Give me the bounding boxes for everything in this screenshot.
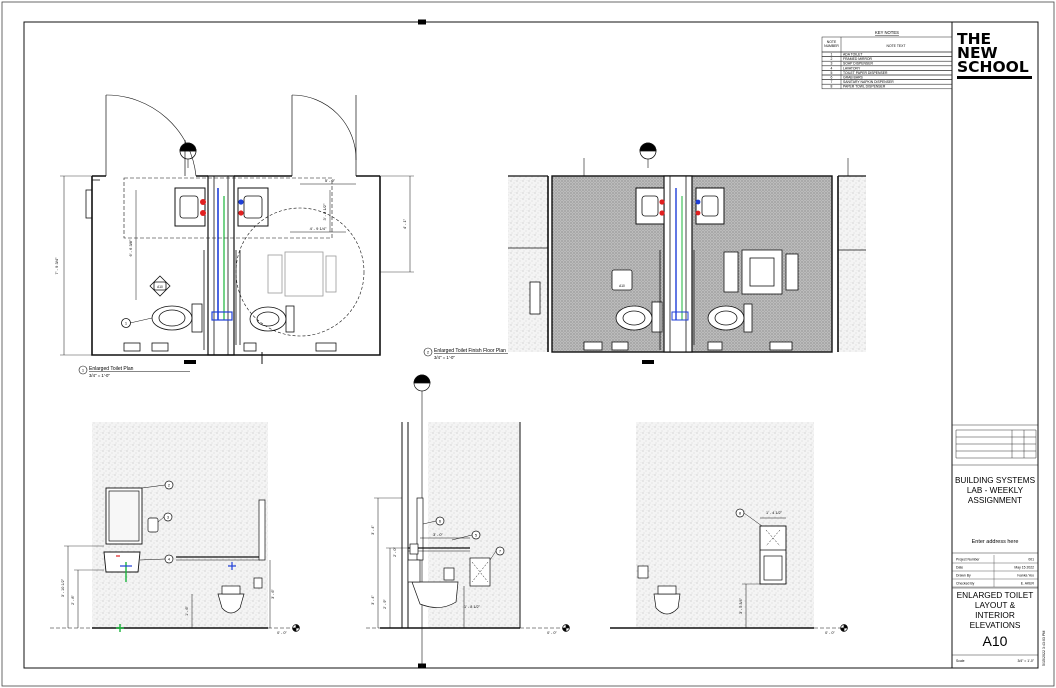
enlarged-toilet-plan (60, 94, 414, 364)
titleblock-label: Date (956, 566, 963, 570)
keynote-row (821, 65, 953, 71)
elev2-callout-5: 5 (475, 533, 478, 538)
interior-elevation-3 (610, 422, 848, 632)
sheet-name: ENLARGED TOILET LAYOUT & INTERIOR ELEVAT… (956, 590, 1034, 630)
keynote-number: 5 (831, 71, 833, 75)
dim-plan-stall-width: 4' - 9 1/4" (310, 226, 327, 231)
title-block: THE NEW SCHOOL BUILDING SYSTEMS LAB - WE… (951, 21, 1046, 669)
dim-plan-clear: 5' - 0" (325, 178, 336, 183)
sheet-number: A10 (983, 633, 1008, 649)
dim-plan-inner-height: 6' - 6 3/8" (128, 239, 133, 256)
print-timestamp: 5/15/2022 3:43:03 PM (1042, 631, 1046, 666)
logo-line-2: NEW (957, 44, 998, 62)
keynote-text: SOAP DISPENSER (843, 62, 873, 66)
keynote-number: 7 (831, 80, 833, 84)
dim-elev1-c: 1' - 6" (185, 606, 189, 616)
keynote-text: PAPER TOWL DISPENSER (843, 85, 886, 89)
keynote-row (821, 74, 953, 80)
scale-value: 3/4" = 1'-0" (1017, 659, 1034, 663)
keynote-text: TOILET PAPER DISPENSER (843, 71, 888, 75)
keynote-text: GRAB BARS (843, 76, 864, 80)
elev1-callout-2: 2 (168, 483, 171, 488)
dim-elev3-a: 1' - 4 1/2" (766, 511, 783, 515)
elev1-callout-3: 3 (167, 515, 170, 520)
dim-plan-left-overall: 7' - 9 3/4" (54, 257, 59, 274)
keynote-number: 8 (831, 85, 833, 89)
keynotes-table: KEY NOTES NOTE NUMBER NOTE TEXT 1 ADA TOI… (821, 30, 953, 90)
keynote-row (821, 51, 953, 57)
keynote-number: 6 (831, 76, 833, 80)
finish-floor-plan (508, 142, 866, 364)
elev1-callout-4: 4 (168, 557, 171, 562)
view-title-plan: 1 Enlarged Toilet Plan 3/4" = 1'-0" (78, 365, 190, 378)
dim-elev1-d: 3' - 6" (271, 589, 275, 599)
keynote-row (821, 83, 953, 90)
view-title-finish-text: Enlarged Toilet Finish Floor Plan (434, 348, 506, 354)
dim-elev2-d: 3' - 4" (371, 595, 375, 605)
titleblock-label: Drawn By (956, 574, 971, 578)
keynote-text: LAVATORY (843, 66, 861, 70)
keynote-number: 2 (831, 57, 833, 61)
dim-elev3-b: 3' - 5 3/4" (739, 597, 743, 614)
titleblock-value: Ivanka Yeo (1017, 574, 1034, 578)
dim-plan-right: 4' - 1" (402, 218, 407, 229)
keynote-row (821, 60, 953, 67)
plan-floor-tag: A10 (157, 285, 163, 289)
titleblock-value: 001 (1028, 558, 1034, 562)
dim-elev2-b: 3' - 0" (433, 533, 443, 537)
dim-elev2-e: 2' - 9" (383, 599, 387, 609)
keynote-number: 1 (831, 53, 833, 57)
elev2-callout-6: 6 (439, 519, 442, 524)
dim-elev1-b: 2' - 8" (71, 595, 75, 605)
interior-elevation-2 (366, 422, 570, 632)
elev2-callout-7: 7 (499, 549, 502, 554)
keynote-number: 3 (831, 62, 833, 66)
project-name: BUILDING SYSTEMS LAB - WEEKLY ASSIGNMENT (954, 476, 1036, 505)
dim-elev3-level: 0' - 0" (825, 631, 835, 635)
logo-line-1: THE (957, 30, 991, 48)
project-address: Enter address here (972, 539, 1019, 545)
logo-line-3: SCHOOL (957, 58, 1029, 76)
finish-floor-tag: A10 (619, 284, 625, 288)
scale-label: Scale (956, 659, 965, 663)
plan-keynote-1: 1 (125, 321, 128, 326)
keynote-number: 4 (831, 66, 833, 70)
dim-elev2-f: 1' - 8 1/2" (464, 605, 481, 609)
dim-plan-depth: 3' - 8 1/2" (322, 203, 327, 220)
keynotes-col-number-1: NOTE (827, 40, 837, 44)
elev3-callout-8: 8 (739, 511, 742, 516)
titleblock-value: E. AKER (1021, 582, 1035, 586)
view-scale-plan: 3/4" = 1'-0" (89, 373, 110, 378)
view-number-finish: 2 (427, 350, 430, 355)
dim-elev1-level: 0' - 0" (277, 631, 287, 635)
titleblock-label: Project Number (956, 558, 980, 562)
dim-elev2-a: 3' - 4" (371, 525, 375, 535)
dim-elev1-a: 3' - 10 1/2" (61, 578, 65, 597)
keynote-text: SANITARY NAPKIN DISPENSER (843, 80, 894, 84)
titleblock-label: Checked By (956, 582, 975, 586)
view-title-finish: 2 Enlarged Toilet Finish Floor Plan 3/4"… (423, 347, 508, 360)
keynotes-col-text: NOTE TEXT (887, 44, 906, 48)
dim-elev2-c: 2' - 0" (393, 547, 397, 557)
titleblock-value: May 15 2022 (1014, 566, 1034, 570)
keynote-row (821, 56, 953, 62)
keynotes-title: KEY NOTES (875, 30, 899, 35)
dim-elev2-level: 0' - 0" (547, 631, 557, 635)
interior-elevation-1 (50, 422, 300, 632)
view-scale-finish: 3/4" = 1'-0" (434, 355, 455, 360)
view-title-plan-text: Enlarged Toilet Plan (89, 366, 134, 372)
keynotes-col-number-2: NUMBER (824, 44, 839, 48)
view-number-plan: 1 (82, 368, 85, 373)
section-marker-center (413, 374, 431, 668)
keynote-text: ADA TOILET (843, 53, 862, 57)
keynote-text: FRAMED MIRROR (843, 57, 873, 61)
